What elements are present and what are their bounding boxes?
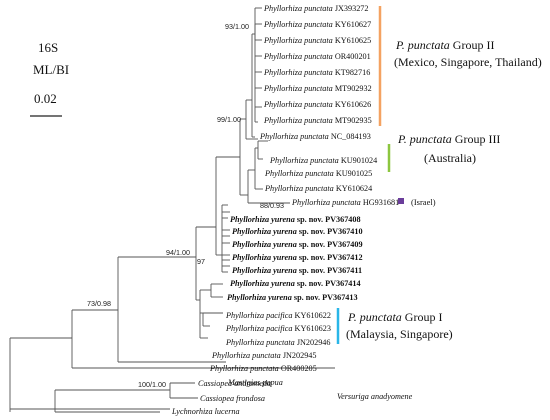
tip-label: Phyllorhiza yurena sp. nov. PV367412 xyxy=(232,253,363,262)
tip-label: Phyllorhiza yurena sp. nov. PV367409 xyxy=(232,240,363,249)
tip-label: Phyllorhiza pacifica KY610622 xyxy=(225,311,331,320)
tip-label: Phyllorhiza punctata MT902932 xyxy=(263,84,372,93)
tip-label: Phyllorhiza punctata NC_084193 xyxy=(259,132,371,141)
group-i-label: P. punctata Group I xyxy=(347,310,442,324)
tip-label: Phyllorhiza punctata KY610627 xyxy=(263,20,371,29)
tip-label: Phyllorhiza yurena sp. nov. PV367410 xyxy=(232,227,363,236)
support-label: 94/1.00 xyxy=(166,248,190,257)
support-label: 73/0.98 xyxy=(87,299,111,308)
group-i-region: (Malaysia, Singapore) xyxy=(346,327,453,341)
tip-label: Phyllorhiza pacifica KY610623 xyxy=(225,324,331,333)
tip-label: Phyllorhiza punctata MT902935 xyxy=(263,116,372,125)
group-iii-region: (Australia) xyxy=(424,151,476,165)
tip-label: Phyllorhiza punctata KY610624 xyxy=(264,184,372,193)
support-label: 88/0.93 xyxy=(260,201,284,210)
scale-bar-label: 0.02 xyxy=(34,91,57,106)
tip-label: Phyllorhiza punctata JN202946 xyxy=(225,338,330,347)
tip-label: Phyllorhiza punctata KT982716 xyxy=(263,68,370,77)
tip-label: Phyllorhiza punctata OR400201 xyxy=(263,52,371,61)
group-annotations: P. punctata Group II (Mexico, Singapore,… xyxy=(336,6,542,344)
tip-label: Phyllorhiza punctata JN202945 xyxy=(211,351,316,360)
method-label: ML/BI xyxy=(33,62,69,77)
tip-label: Mastigias papua xyxy=(227,378,283,387)
tip-label: Phyllorhiza yurena sp. nov. PV367408 xyxy=(230,215,361,224)
tip-label: Lychnorhiza lucerna xyxy=(171,407,240,416)
tip-label: Phyllorhiza punctata KU901024 xyxy=(269,156,377,165)
tip-label: Phyllorhiza punctata KY610626 xyxy=(263,100,371,109)
tip-label: Phyllorhiza punctata OR400205 xyxy=(209,364,317,373)
tip-label: Cassiopea andromeda xyxy=(198,379,271,388)
tip-label: Phyllorhiza punctata JX393272 xyxy=(263,4,368,13)
tip-label: Cassiopea frondosa xyxy=(200,394,265,403)
support-label: 97 xyxy=(197,257,205,266)
tip-label: Phyllorhiza punctata KY610625 xyxy=(263,36,371,45)
gene-label: 16S xyxy=(38,40,58,55)
tip-label: Versuriga anadyomene xyxy=(337,392,413,401)
tree-branches xyxy=(9,7,335,413)
tip-label: Phyllorhiza yurena sp. nov. PV367411 xyxy=(232,266,362,275)
support-label: 93/1.00 xyxy=(225,22,249,31)
tip-label: Phyllorhiza yurena sp. nov. PV367413 xyxy=(227,293,358,302)
tip-label: Phyllorhiza yurena sp. nov. PV367414 xyxy=(230,279,361,288)
support-label: 99/1.00 xyxy=(217,115,241,124)
tip-label: Phyllorhiza punctata HG931681 xyxy=(291,198,399,207)
support-values: 93/1.00 99/1.00 88/0.93 94/1.00 97 73/0.… xyxy=(87,22,284,389)
support-label: 100/1.00 xyxy=(138,380,166,389)
group-ii-region: (Mexico, Singapore, Thailand) xyxy=(394,55,542,69)
israel-region: (Israel) xyxy=(411,197,436,207)
tip-labels: Phyllorhiza punctata JX393272 Phyllorhiz… xyxy=(171,4,413,416)
israel-marker xyxy=(398,198,404,204)
group-iii-label: P. punctata Group III xyxy=(397,132,500,146)
group-ii-label: P. punctata Group II xyxy=(395,38,494,52)
tip-label: Phyllorhiza punctata KU901025 xyxy=(264,169,372,178)
